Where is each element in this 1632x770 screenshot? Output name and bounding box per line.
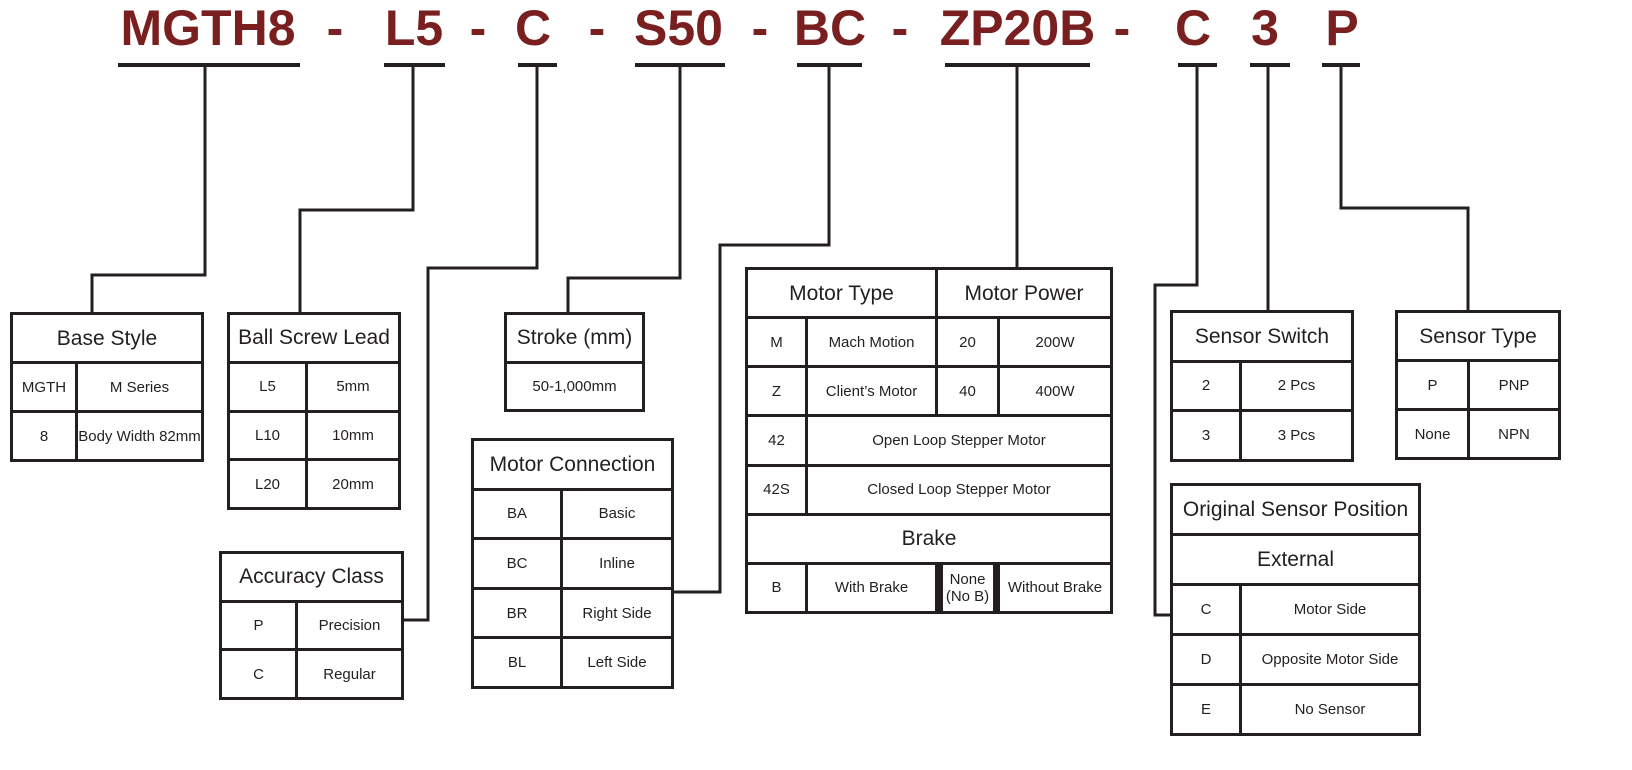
- table-cell: Without Brake: [1000, 564, 1110, 611]
- table-cell: 3: [1173, 412, 1239, 459]
- code-segment: S50: [634, 0, 723, 56]
- code-separator: -: [469, 0, 487, 56]
- code-segment: L5: [384, 0, 444, 56]
- code-segment: MGTH8: [120, 0, 296, 56]
- table-cell: 8: [13, 413, 75, 459]
- table-cell: L20: [230, 461, 305, 507]
- table-cell: 400W: [1000, 368, 1110, 415]
- table-cell: 200W: [1000, 319, 1110, 366]
- table-cell: 2: [1173, 362, 1239, 410]
- table-cell: BC: [474, 540, 560, 587]
- table-cell: Closed Loop Stepper Motor: [808, 466, 1110, 513]
- code-segment: ZP20B: [939, 0, 1096, 56]
- table-cell: MGTH: [13, 364, 75, 410]
- table-header: Motor Connection: [474, 441, 671, 488]
- table-cell: BA: [474, 490, 560, 538]
- connector-line: [1339, 65, 1470, 310]
- table-cell: 10mm: [308, 412, 398, 459]
- table-cell: 20: [938, 319, 997, 366]
- connector-line: [90, 65, 207, 312]
- connector-line: [673, 65, 831, 594]
- code-separator: -: [1113, 0, 1131, 56]
- table-cell: P: [222, 602, 295, 649]
- code-segment: 3: [1251, 0, 1279, 56]
- code-segment: P: [1325, 0, 1359, 56]
- table-header: Original Sensor Position: [1173, 486, 1418, 533]
- table-cell: Z: [748, 368, 805, 415]
- table-header: Ball Screw Lead: [230, 315, 398, 361]
- table-cell: E: [1173, 686, 1239, 733]
- table-cell: Inline: [563, 540, 671, 587]
- table-cell: P: [1398, 362, 1467, 408]
- table-cell: 50-1,000mm: [507, 363, 642, 409]
- connector-line: [1153, 65, 1199, 617]
- table-cell: Body Width 82mm: [78, 413, 201, 459]
- code-separator: -: [326, 0, 344, 56]
- table-cell: 2 Pcs: [1242, 362, 1351, 410]
- table-cell: PNP: [1470, 362, 1558, 408]
- connector-line: [566, 65, 682, 312]
- table-header: Accuracy Class: [222, 554, 401, 600]
- table-header: Base Style: [13, 315, 201, 361]
- table-header: Sensor Switch: [1173, 313, 1351, 360]
- table-cell: With Brake: [808, 564, 935, 611]
- table-cell: Right Side: [563, 589, 671, 637]
- table-cell: Client’s Motor: [808, 368, 935, 415]
- table-header: External: [1173, 536, 1418, 583]
- table-cell: Regular: [298, 651, 401, 697]
- table-cell: Basic: [563, 490, 671, 538]
- code-separator: -: [751, 0, 769, 56]
- code-segment: C: [514, 0, 552, 56]
- table-cell: 42: [748, 417, 805, 464]
- table-cell: L10: [230, 412, 305, 459]
- table-cell: Motor Side: [1242, 586, 1418, 633]
- table-cell: Left Side: [563, 639, 671, 686]
- table-cell: None: [1398, 411, 1467, 457]
- table-header: Brake: [748, 515, 1110, 562]
- table-cell: BL: [474, 639, 560, 686]
- table-cell: NPN: [1470, 411, 1558, 457]
- table-cell: C: [222, 651, 295, 697]
- table-header: Motor Type: [748, 270, 935, 317]
- table-header: Stroke (mm): [507, 315, 642, 361]
- table-cell: C: [1173, 586, 1239, 633]
- connector-line: [298, 65, 415, 312]
- table-cell: No Sensor: [1242, 686, 1418, 733]
- code-separator: -: [891, 0, 909, 56]
- code-segment: BC: [793, 0, 867, 56]
- table-header: Sensor Type: [1398, 313, 1558, 359]
- table-cell: BR: [474, 589, 560, 637]
- table-cell: D: [1173, 636, 1239, 683]
- table-cell: M Series: [78, 364, 201, 410]
- table-cell: 20mm: [308, 461, 398, 507]
- connector-line: [403, 65, 539, 622]
- table-cell: Precision: [298, 602, 401, 649]
- table-cell: Opposite Motor Side: [1242, 636, 1418, 683]
- table-cell: Mach Motion: [808, 319, 935, 366]
- code-segment: C: [1174, 0, 1212, 56]
- table-cell: None (No B): [942, 564, 993, 611]
- table-cell: 5mm: [308, 363, 398, 410]
- table-cell: 42S: [748, 466, 805, 513]
- code-separator: -: [588, 0, 606, 56]
- table-cell: M: [748, 319, 805, 366]
- table-header: Motor Power: [938, 270, 1110, 317]
- stroke-table: Stroke (mm)50-1,000mm: [504, 312, 645, 412]
- table-cell: B: [748, 564, 805, 611]
- table-cell: 40: [938, 368, 997, 415]
- table-cell: Open Loop Stepper Motor: [808, 417, 1110, 464]
- table-cell: 3 Pcs: [1242, 412, 1351, 459]
- table-cell: L5: [230, 363, 305, 410]
